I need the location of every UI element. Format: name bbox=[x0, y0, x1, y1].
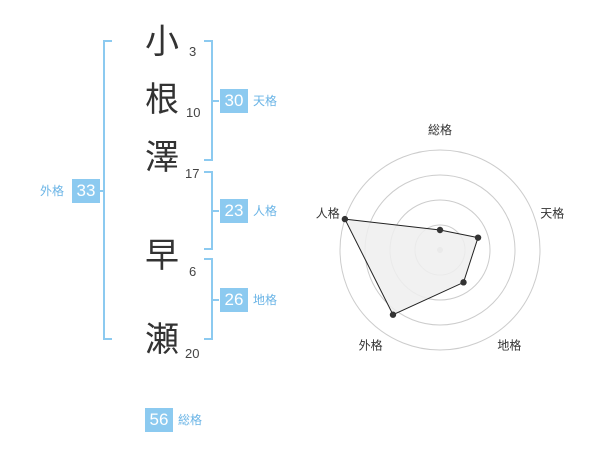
radar-point bbox=[389, 311, 397, 318]
tenkaku-label: 天格 bbox=[253, 94, 278, 108]
gaikaku-bracket-stub bbox=[97, 190, 103, 192]
radar-axis-label: 外格 bbox=[359, 337, 383, 352]
jinkaku-bracket bbox=[204, 171, 213, 250]
stroke-count-2: 10 bbox=[186, 105, 201, 120]
soukaku-value: 56 bbox=[145, 408, 173, 432]
radar-point bbox=[436, 226, 444, 234]
stroke-count-5: 20 bbox=[185, 346, 200, 361]
radar-axis-label: 地格 bbox=[497, 337, 521, 352]
stroke-count-1: 3 bbox=[189, 44, 197, 59]
radar-point bbox=[460, 279, 467, 286]
name-char-4: 早 bbox=[145, 236, 179, 276]
gaikaku-value: 33 bbox=[72, 179, 100, 203]
name-char-2: 根 bbox=[145, 80, 179, 120]
chikaku-bracket-stub bbox=[213, 299, 219, 301]
radar-axis-label: 人格 bbox=[316, 206, 340, 221]
gaikaku-bracket bbox=[103, 40, 112, 340]
tenkaku-bracket-stub bbox=[213, 100, 219, 102]
stroke-count-3: 17 bbox=[185, 166, 200, 181]
radar-point bbox=[341, 215, 349, 223]
name-char-5: 瀬 bbox=[145, 320, 179, 360]
stroke-count-4: 6 bbox=[189, 264, 197, 279]
radar-point bbox=[474, 234, 482, 241]
radar-ring bbox=[339, 149, 541, 351]
gaikaku-label: 外格 bbox=[40, 184, 65, 198]
chikaku-label: 地格 bbox=[253, 293, 278, 307]
name-char-3: 澤 bbox=[145, 138, 179, 178]
jinkaku-value: 23 bbox=[220, 199, 248, 223]
jinkaku-bracket-stub bbox=[213, 210, 219, 212]
tenkaku-bracket bbox=[204, 40, 213, 161]
name-char-1: 小 bbox=[145, 22, 179, 62]
tenkaku-value: 30 bbox=[220, 89, 248, 113]
jinkaku-label: 人格 bbox=[253, 204, 278, 218]
radar-axis-label: 総格 bbox=[428, 122, 452, 137]
chikaku-value: 26 bbox=[220, 288, 248, 312]
chikaku-bracket bbox=[204, 258, 213, 340]
radar-axis-label: 天格 bbox=[540, 206, 564, 221]
radar-area bbox=[344, 218, 479, 316]
soukaku-label: 総格 bbox=[178, 413, 203, 427]
